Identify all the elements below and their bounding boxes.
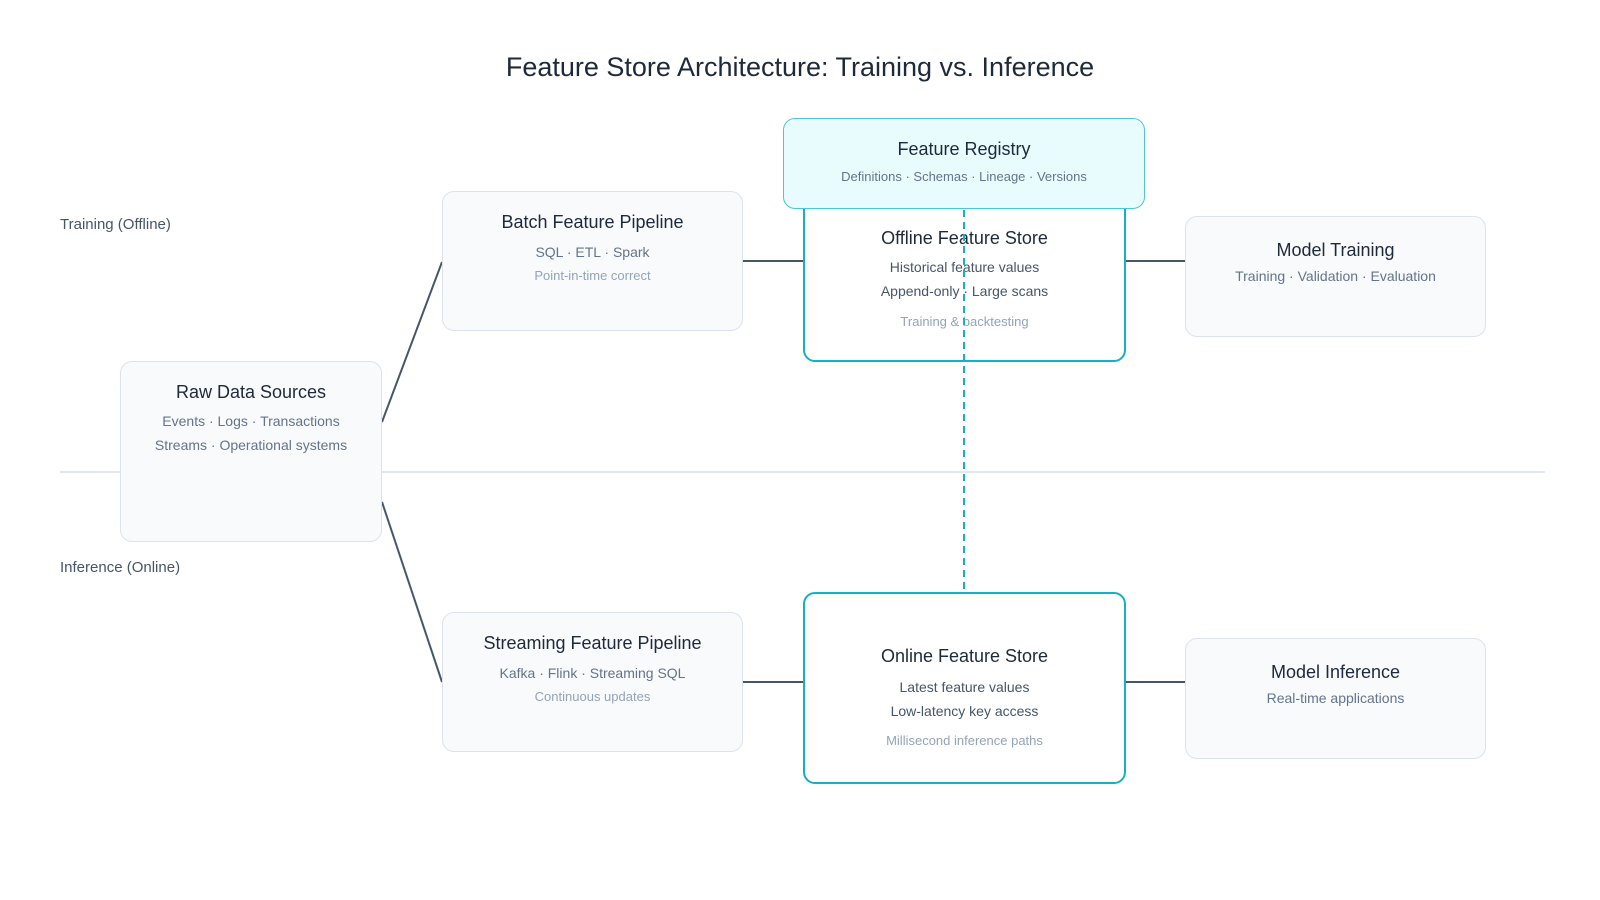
node-note: Training & backtesting [900,314,1029,329]
node-title: Online Feature Store [880,646,1049,666]
node-raw-data-sources[interactable]: Raw Data Sources Events · Logs · Transac… [120,361,382,542]
node-batch-feature-pipeline[interactable]: Batch Feature Pipeline SQL · ETL · Spark… [442,191,743,331]
node-streaming-feature-pipeline[interactable]: Streaming Feature Pipeline Kafka · Flink… [442,612,743,752]
node-line: Append-only · Large scans [880,283,1049,299]
node-note: Millisecond inference paths [886,733,1043,748]
node-offline-feature-store[interactable]: Offline Feature Store Historical feature… [803,190,1126,362]
node-line: Latest feature values [899,679,1030,695]
node-model-training[interactable]: Model Training Training · Validation · E… [1185,216,1486,337]
node-line: Historical feature values [889,259,1040,275]
node-title: Batch Feature Pipeline [501,212,684,232]
edge-raw-batch [381,261,443,423]
node-model-inference[interactable]: Model Inference Real-time applications [1185,638,1486,759]
node-title: Model Training [1276,240,1395,260]
node-line: Streams · Operational systems [154,437,348,453]
node-title: Offline Feature Store [881,228,1048,248]
node-line: Kafka · Flink · Streaming SQL [499,665,686,681]
node-title: Streaming Feature Pipeline [483,633,702,653]
node-feature-registry[interactable]: Feature Registry Definitions · Schemas ·… [783,118,1145,209]
node-line: Real-time applications [1266,690,1405,706]
node-title: Raw Data Sources [175,382,327,402]
diagram-title: Feature Store Architecture: Training vs.… [505,52,1095,82]
lane-label-training: Training (Offline) [60,216,171,233]
lane-label-inference: Inference (Online) [60,559,181,576]
node-title: Feature Registry [897,139,1031,159]
node-note: Point-in-time correct [534,268,651,283]
node-line: Definitions · Schemas · Lineage · Versio… [841,169,1087,184]
node-line: SQL · ETL · Spark [535,244,650,260]
node-line: Training · Validation · Evaluation [1235,268,1436,284]
edge-raw-streaming [381,501,443,683]
node-line: Events · Logs · Transactions [162,413,340,429]
node-title: Model Inference [1270,662,1401,682]
node-line: Low-latency key access [890,703,1039,719]
node-note: Continuous updates [534,689,651,704]
node-online-feature-store[interactable]: Online Feature Store Latest feature valu… [803,592,1126,784]
